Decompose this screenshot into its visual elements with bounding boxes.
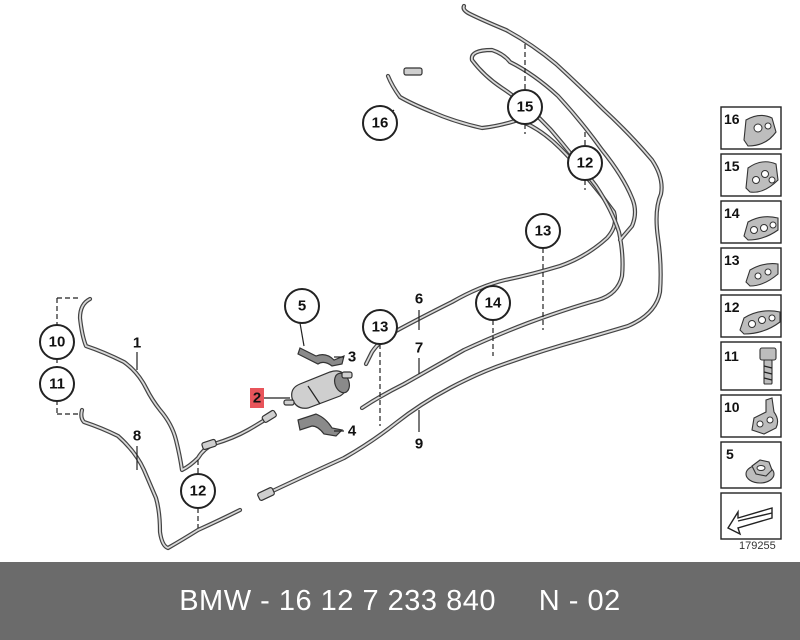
svg-text:16: 16: [724, 111, 740, 127]
fitting-top-16: [403, 67, 423, 76]
svg-text:4: 4: [348, 423, 357, 440]
clip-16-icon: [743, 114, 777, 147]
svg-text:9: 9: [415, 436, 423, 453]
fitting-pipe-9: [257, 487, 275, 501]
clip-12-icon: [739, 310, 781, 335]
svg-text:13: 13: [724, 252, 740, 268]
callout-16: 16: [362, 105, 398, 141]
part-number-text: BMW - 16 12 7 233 840 N - 02: [179, 584, 621, 617]
label-6: 6: [415, 291, 423, 308]
svg-text:8: 8: [133, 428, 141, 445]
svg-text:12: 12: [577, 155, 594, 172]
svg-text:11: 11: [724, 348, 739, 364]
callout-14: 14: [475, 285, 511, 321]
svg-text:6: 6: [415, 291, 423, 308]
fitting-pipe-1: [201, 438, 217, 451]
bracket-3: [297, 347, 345, 367]
callout-11: 11: [39, 366, 75, 402]
pipe-fittings: [201, 67, 423, 501]
legend-item-15: 15: [720, 153, 782, 197]
svg-text:10: 10: [49, 334, 66, 351]
svg-text:1: 1: [133, 335, 141, 352]
svg-text:14: 14: [724, 205, 740, 221]
legend-item-12: 12: [720, 294, 782, 338]
svg-text:10: 10: [724, 399, 740, 415]
svg-text:16: 16: [372, 115, 389, 132]
callout-5: 5: [284, 288, 320, 324]
bracket-4: [297, 413, 344, 437]
arrow-icon: [726, 507, 773, 536]
nut-icon: [745, 459, 775, 484]
svg-text:13: 13: [535, 223, 552, 240]
fuel-lines: [77, 3, 664, 551]
fuel-filter: [283, 370, 353, 409]
label-2-highlighted: 2: [250, 388, 264, 408]
svg-text:12: 12: [724, 299, 740, 315]
svg-text:5: 5: [298, 298, 306, 315]
fuel-line-7: [359, 47, 638, 411]
svg-text:7: 7: [415, 340, 423, 357]
legend-item-13: 13: [720, 247, 782, 291]
callout-12-bottom: 12: [180, 473, 216, 509]
svg-text:5: 5: [726, 446, 734, 462]
legend-item-16: 16: [720, 106, 782, 150]
parts-diagram: 16 15 12 13 14 13 5 10 11 12 1 2: [39, 3, 782, 551]
label-3: 3: [348, 349, 356, 366]
svg-text:15: 15: [724, 158, 740, 174]
label-7: 7: [415, 340, 423, 357]
svg-text:14: 14: [485, 295, 502, 312]
footer-bar: BMW - 16 12 7 233 840 N - 02: [0, 562, 800, 640]
legend: 16 15 14: [720, 106, 782, 540]
svg-text:12: 12: [190, 483, 207, 500]
label-1: 1: [133, 335, 141, 352]
legend-item-14: 14: [720, 200, 782, 244]
label-8: 8: [133, 428, 141, 445]
fitting-pipe-1-end: [261, 409, 277, 423]
callout-13-right: 13: [525, 213, 561, 249]
svg-text:3: 3: [348, 349, 356, 366]
label-4: 4: [348, 423, 357, 440]
callout-13-left: 13: [362, 309, 398, 345]
reference-number: 179255: [739, 540, 776, 552]
svg-text:11: 11: [49, 376, 65, 393]
label-9: 9: [415, 436, 423, 453]
clip-14-icon: [743, 216, 779, 241]
clip-10-icon: [751, 397, 779, 435]
legend-item-11: 11: [720, 341, 782, 391]
svg-text:2: 2: [253, 390, 261, 407]
legend-item-5: 5: [720, 441, 782, 489]
fuel-filter-assembly: [283, 347, 353, 437]
svg-text:13: 13: [372, 319, 389, 336]
legend-item-10: 10: [720, 394, 782, 438]
callout-15: 15: [507, 89, 543, 125]
callout-10: 10: [39, 324, 75, 360]
bolt-icon: [759, 347, 777, 385]
clip-15-icon: [745, 161, 779, 193]
svg-text:15: 15: [517, 99, 534, 116]
clip-13-icon: [745, 263, 779, 287]
callout-12-top: 12: [567, 145, 603, 181]
legend-arrow-box: [720, 492, 782, 540]
